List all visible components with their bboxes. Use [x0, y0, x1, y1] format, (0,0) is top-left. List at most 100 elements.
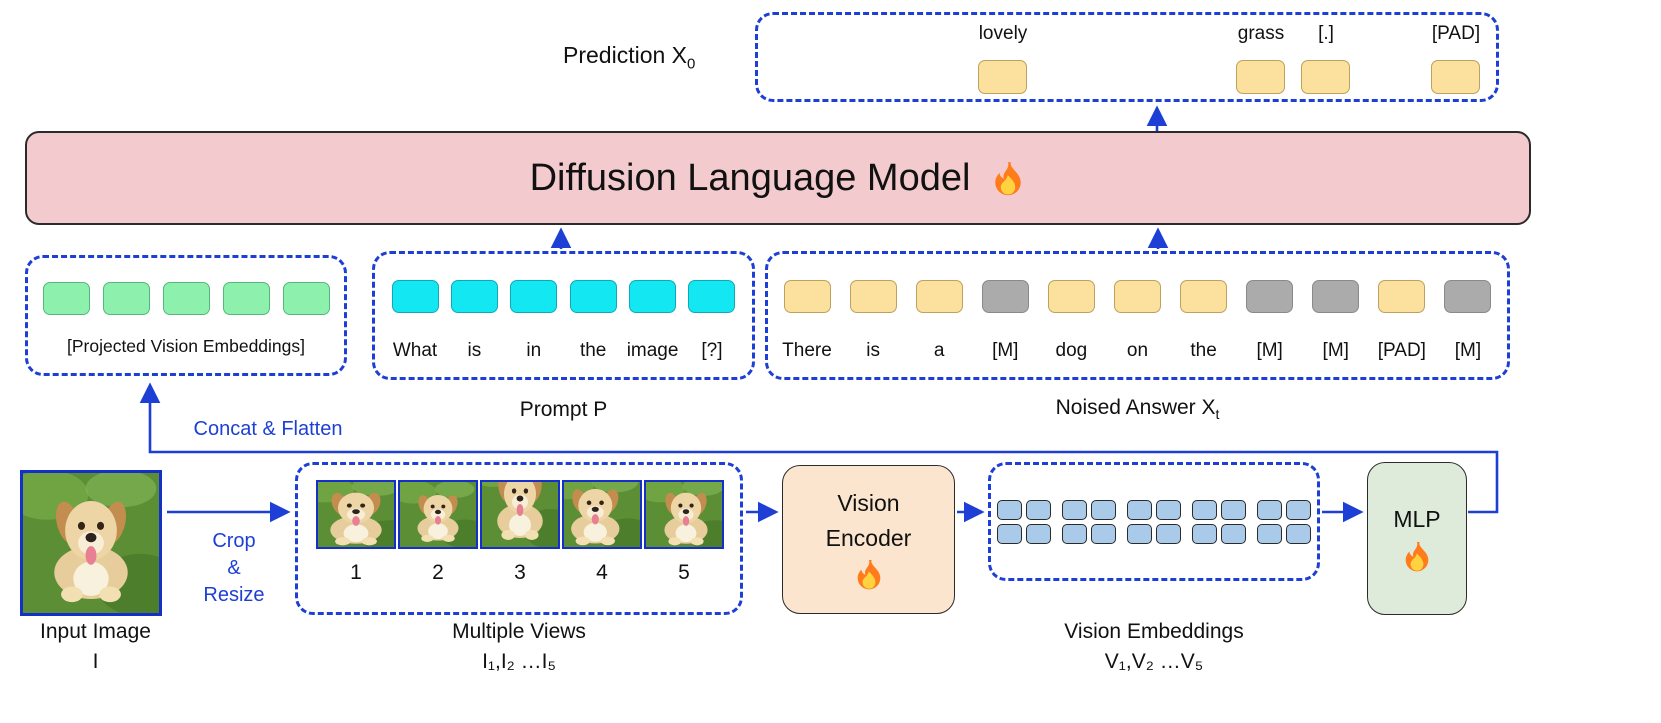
prompt-word: What: [392, 340, 438, 361]
concat-flatten-label: Concat & Flatten: [193, 418, 343, 440]
view-number: 4: [596, 561, 608, 584]
noised-word: [M]: [1454, 340, 1482, 361]
embedding-group: [997, 499, 1051, 544]
embedding-square: [997, 499, 1022, 520]
noised-word: There: [782, 340, 832, 361]
view-number: 1: [350, 561, 362, 584]
vision-token: [42, 282, 90, 315]
vision-token: [102, 282, 150, 315]
prompt-token: [450, 280, 498, 313]
embedding-square: [1257, 523, 1282, 544]
embedding-square: [1221, 523, 1246, 544]
projected-label: [Projected Vision Embeddings]: [66, 336, 305, 356]
multiple-views-symbols: I₁,I₂ …I₅: [482, 650, 556, 673]
embedding-square: [1026, 499, 1051, 520]
dlm-title: Diffusion Language Model: [529, 156, 971, 199]
answer-token: [849, 280, 897, 313]
embedding-square: [997, 523, 1022, 544]
prompt-caption: Prompt P: [519, 398, 608, 421]
view-number: 3: [514, 561, 526, 584]
embedding-square: [1192, 523, 1217, 544]
masked-token: [981, 280, 1029, 313]
diffusion-language-model-box: Diffusion Language Model: [25, 131, 1531, 225]
prediction-token-word: lovely: [978, 23, 1028, 44]
puppy-crop: [482, 482, 558, 547]
noised-word-row: There is a [M] dog on the [M] [M] [PAD] …: [768, 340, 1507, 362]
prediction-token-word: [.]: [1318, 23, 1334, 44]
prompt-tokens-box: What is in the image [?]: [372, 251, 755, 380]
embedding-square: [1062, 499, 1087, 520]
vision-encoder-line2: Encoder: [825, 524, 912, 551]
input-image-label: Input Image: [40, 620, 151, 643]
flame-icon: [1405, 541, 1429, 572]
projected-token-row: [28, 282, 344, 315]
noised-word: dog: [1055, 340, 1088, 361]
embedding-square: [1156, 499, 1181, 520]
prompt-word-row: What is in the image [?]: [375, 340, 752, 362]
crop-line: Crop: [212, 530, 256, 552]
multiple-views-box: 1 2 3 4 5: [295, 462, 743, 615]
vision-encoder-box: Vision Encoder: [782, 465, 955, 614]
amp-line: &: [227, 557, 241, 579]
view-number: 5: [678, 561, 690, 584]
prompt-token: [629, 280, 677, 313]
embedding-group: [1257, 499, 1311, 544]
prompt-word: in: [526, 340, 542, 361]
answer-token: [1378, 280, 1426, 313]
flame-icon: [857, 560, 880, 590]
embedding-square: [1221, 499, 1246, 520]
noised-caption-text: Noised Answer X: [1055, 396, 1216, 419]
view-number: 2: [432, 561, 444, 584]
multiple-views-label: Multiple Views: [452, 620, 586, 643]
prediction-token-box: [978, 60, 1027, 94]
vision-embeddings-symbols: V₁,V₂ …V₅: [1104, 650, 1204, 673]
vision-embeddings-box: [988, 462, 1320, 581]
masked-token: [1312, 280, 1360, 313]
embedding-group: [1062, 499, 1116, 544]
noised-token-row: [768, 280, 1507, 313]
prompt-word: image: [626, 340, 679, 361]
noised-word: a: [933, 340, 945, 361]
input-image-symbol: I: [92, 650, 99, 673]
embedding-group: [1127, 499, 1181, 544]
answer-token: [1047, 280, 1095, 313]
view-thumbnail: [562, 480, 642, 549]
noised-word: [M]: [992, 340, 1019, 361]
vision-token: [162, 282, 210, 315]
puppy-crop: [400, 482, 476, 547]
view-thumbnail: [398, 480, 478, 549]
projected-vision-embeddings-box: [Projected Vision Embeddings]: [25, 255, 347, 376]
embedding-square: [1286, 523, 1311, 544]
prediction-token-word: grass: [1237, 23, 1285, 44]
prompt-word: is: [467, 340, 482, 361]
puppy-crop: [646, 482, 722, 547]
vision-token: [222, 282, 270, 315]
vision-token: [282, 282, 330, 315]
prediction-token-box: [1301, 60, 1350, 94]
prompt-word: the: [579, 340, 607, 361]
noised-caption-sub: t: [1215, 406, 1220, 423]
prediction-token-word: [PAD]: [1431, 23, 1481, 44]
noised-word: is: [866, 340, 880, 361]
masked-token: [1444, 280, 1492, 313]
answer-token: [915, 280, 963, 313]
view-thumbnail: [480, 480, 560, 549]
embedding-square: [1257, 499, 1282, 520]
input-image: [20, 470, 162, 616]
embedding-square: [1156, 523, 1181, 544]
embedding-square: [1127, 499, 1152, 520]
noised-word: the: [1190, 340, 1217, 361]
prediction-label: Prediction X0: [563, 42, 695, 73]
noised-word: on: [1126, 340, 1149, 361]
embedding-square: [1091, 523, 1116, 544]
prediction-token-box: [1431, 60, 1480, 94]
view-thumbnail: [316, 480, 396, 549]
mlp-box: MLP: [1367, 462, 1467, 615]
embedding-groups: [991, 465, 1317, 578]
prediction-label-text: Prediction X: [563, 42, 688, 68]
crop-resize-label: Crop & Resize: [188, 528, 280, 609]
prompt-token: [688, 280, 736, 313]
prompt-word: [?]: [701, 340, 723, 361]
prediction-label-sub: 0: [687, 55, 696, 73]
